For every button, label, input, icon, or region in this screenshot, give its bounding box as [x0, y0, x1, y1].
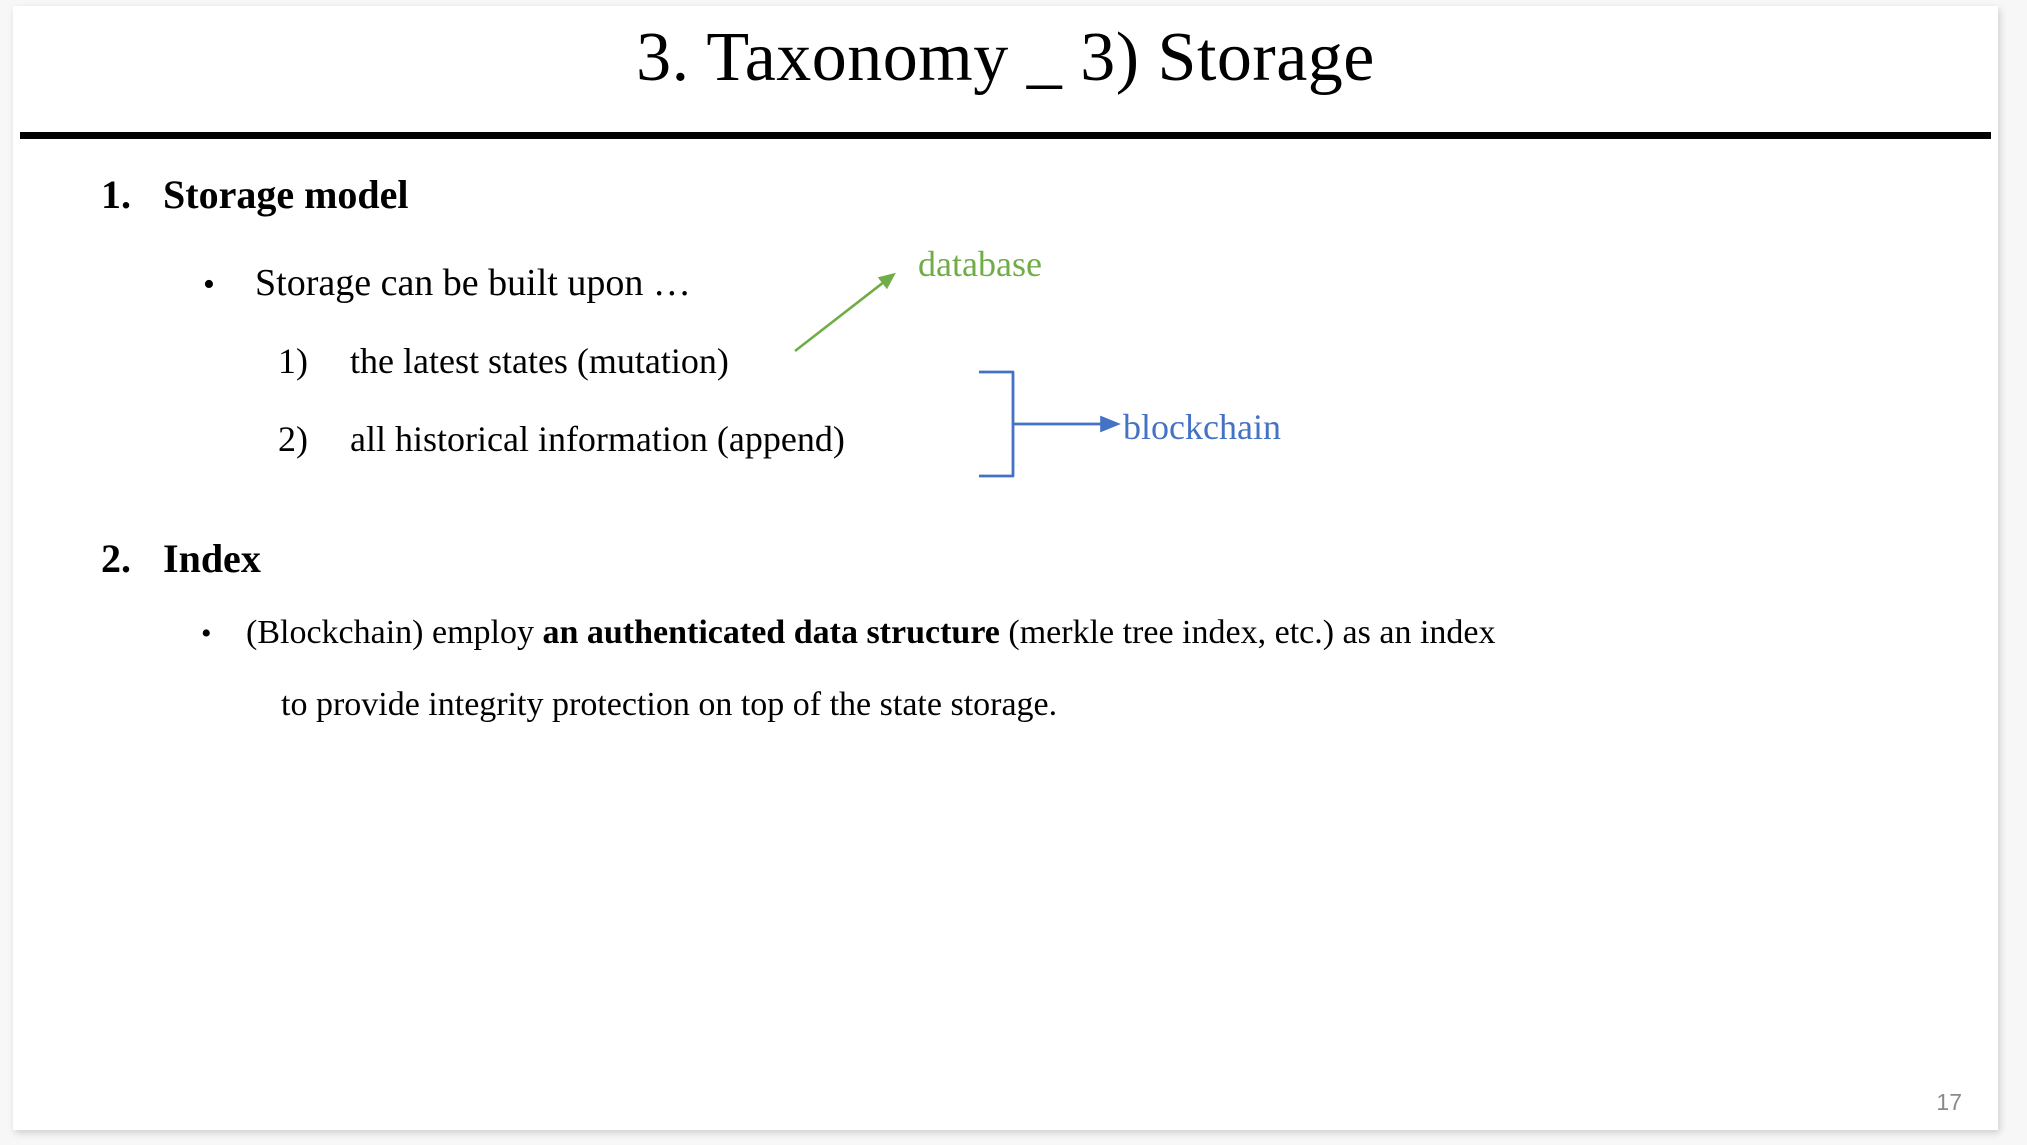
page-number: 17 [1936, 1089, 1962, 1115]
page-title: 3. Taxonomy _ 3) Storage [636, 19, 1375, 96]
section-2-continuation: to provide integrity protection on top o… [281, 686, 1058, 723]
section-1-bullet: • Storage can be built upon … [203, 261, 691, 305]
title-divider [20, 132, 1991, 139]
database-arrow-icon [794, 272, 896, 353]
section-2-bullet: • (Blockchain) employ an authenticated da… [201, 614, 1496, 652]
section-1-bullet-text: Storage can be built upon … [255, 262, 691, 304]
section-1-number: 1. [101, 172, 131, 217]
list-item-2-number: 2) [278, 419, 308, 459]
section-2-heading: 2. Index [101, 535, 261, 582]
bullet-dot-icon: • [201, 617, 212, 650]
section-1-title: Storage model [163, 172, 409, 217]
blockchain-bracket-arrow-icon [979, 370, 1121, 478]
section-2-bullet-after: (merkle tree index, etc.) as an index [999, 614, 1496, 651]
section-2-bullet-before: (Blockchain) employ [246, 614, 543, 651]
section-2-bullet-emphasis: an authenticated data structure [542, 614, 1000, 651]
list-item-2-text: all historical information (append) [350, 419, 845, 459]
section-2-number: 2. [101, 536, 131, 581]
section-2-title: Index [163, 536, 261, 581]
list-item: 1) the latest states (mutation) [278, 340, 729, 382]
list-item: 2) all historical information (append) [278, 418, 845, 460]
bullet-dot-icon: • [203, 266, 215, 303]
list-item-1-text: the latest states (mutation) [350, 341, 729, 381]
slide-page: 3. Taxonomy _ 3) Storage 1. Storage model… [13, 6, 1998, 1130]
database-annotation-label: database [918, 244, 1042, 284]
blockchain-annotation-label: blockchain [1123, 407, 1281, 447]
list-item-1-number: 1) [278, 341, 308, 381]
section-1-heading: 1. Storage model [101, 171, 409, 218]
